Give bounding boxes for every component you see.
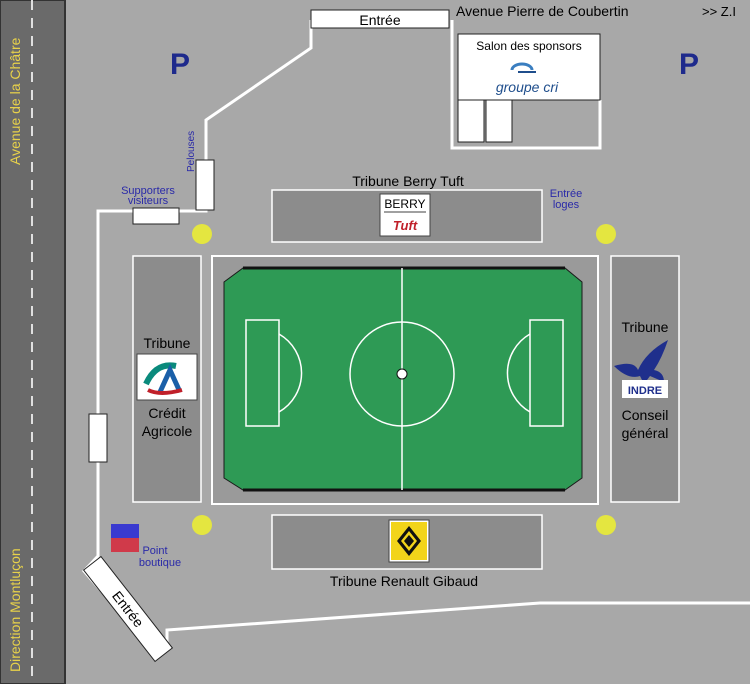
penalty-box-right xyxy=(529,319,564,427)
penalty-box-left xyxy=(245,319,280,427)
floodlight-se xyxy=(596,515,616,535)
entrance-top-label: Entrée xyxy=(359,12,400,28)
lounge-annex-2 xyxy=(485,99,513,143)
stand-west[interactable]: Tribune Crédit Agricole xyxy=(132,255,202,503)
sponsors-lounge-title: Salon des sponsors xyxy=(476,39,581,53)
berry-tuft-logo-bottom: Tuft xyxy=(393,218,418,233)
supporters-gate[interactable] xyxy=(132,207,180,225)
pelouses-label: Pelouses xyxy=(186,131,197,172)
renault-logo xyxy=(388,519,430,563)
center-circle xyxy=(349,321,455,427)
stand-west-line2: Crédit xyxy=(148,405,185,421)
stand-south-title: Tribune Renault Gibaud xyxy=(330,573,478,589)
stand-east-line1: Tribune xyxy=(622,319,669,335)
stand-south[interactable]: Tribune Renault Gibaud xyxy=(271,514,543,589)
entrance-bottom-left[interactable]: Entrée xyxy=(82,555,174,663)
groupe-cri-logo: groupe cri xyxy=(496,62,559,95)
left-fence-gate[interactable] xyxy=(88,413,108,463)
indre-eagle-logo: INDRE xyxy=(614,340,668,398)
penalty-arc-left xyxy=(278,333,303,413)
sponsors-lounge[interactable]: Salon des sponsors groupe cri xyxy=(457,33,601,143)
street-label-avenue-coubertin: Avenue Pierre de Coubertin xyxy=(456,3,629,19)
indre-logo-text: INDRE xyxy=(628,385,662,397)
credit-agricole-logo xyxy=(136,353,198,401)
stand-north-title: Tribune Berry Tuft xyxy=(352,173,464,189)
perimeter-fence xyxy=(81,20,750,654)
berry-tuft-logo: BERRY Tuft xyxy=(379,193,431,237)
stand-west-line1: Tribune xyxy=(144,335,191,351)
floodlight-sw xyxy=(192,515,212,535)
entree-loges-line2: loges xyxy=(553,199,580,211)
pelouses-gate[interactable] xyxy=(195,159,215,211)
street-label-direction-montlucon: Direction Montluçon xyxy=(7,548,23,672)
zi-link[interactable]: >> Z.I xyxy=(702,4,736,19)
point-boutique[interactable]: Point boutique xyxy=(111,524,181,569)
parking-left: P xyxy=(170,48,190,81)
berry-tuft-logo-top: BERRY xyxy=(384,197,425,211)
stand-west-line3: Agricole xyxy=(142,423,193,439)
stand-north[interactable]: Tribune Berry Tuft BERRY Tuft xyxy=(271,173,543,243)
stand-east[interactable]: Tribune INDRE Conseil général xyxy=(610,255,680,503)
penalty-arc-right xyxy=(506,333,531,413)
street-label-avenue-chatre: Avenue de la Châtre xyxy=(7,37,23,165)
lounge-annex-1 xyxy=(457,99,485,143)
supporters-label-line1: Supporters xyxy=(121,185,175,197)
groupe-cri-logo-text: groupe cri xyxy=(496,79,559,95)
supporters-label-line2: visiteurs xyxy=(128,195,169,207)
parking-right: P xyxy=(679,48,699,81)
stand-east-line2: Conseil xyxy=(622,407,669,423)
center-spot xyxy=(396,368,408,380)
floodlight-nw xyxy=(192,224,212,244)
stand-east-line3: général xyxy=(622,425,669,441)
point-boutique-line1: Point xyxy=(142,545,167,557)
point-boutique-line2: boutique xyxy=(139,557,181,569)
floodlight-ne xyxy=(596,224,616,244)
entrance-top[interactable] xyxy=(310,9,450,29)
entree-loges-line1: Entrée xyxy=(550,188,582,200)
football-pitch xyxy=(223,266,583,492)
